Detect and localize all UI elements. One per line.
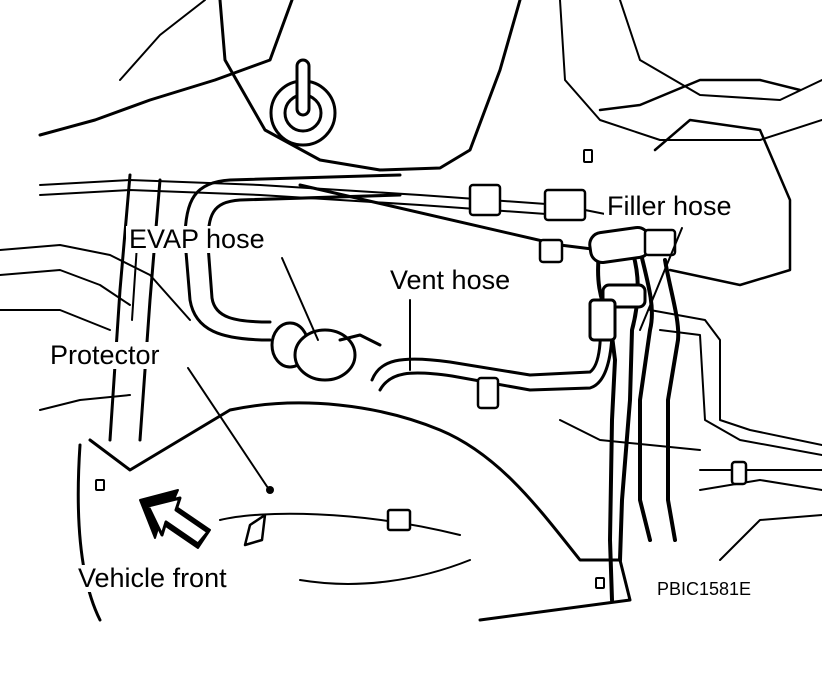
vehicle-front-label: Vehicle front [75,565,230,592]
clips [95,149,748,589]
vent-hose-pipe [370,298,614,410]
evap-hose-pipe [183,173,402,382]
leader-lines [187,227,683,494]
vent-hose-label: Vent hose [387,267,514,294]
filler-hose-pipe [588,226,681,602]
evap-hose-label: EVAP hose [126,226,268,253]
protector-outline [76,401,632,622]
drain-plug [269,58,337,147]
filler-hose-label: Filler hose [604,193,735,220]
vehicle-front-arrow-icon [139,489,211,549]
left-channel [108,173,162,442]
figure-code: PBIC1581E [655,579,754,599]
protector-pointer-dot [266,486,274,494]
protector-label: Protector [47,342,163,369]
